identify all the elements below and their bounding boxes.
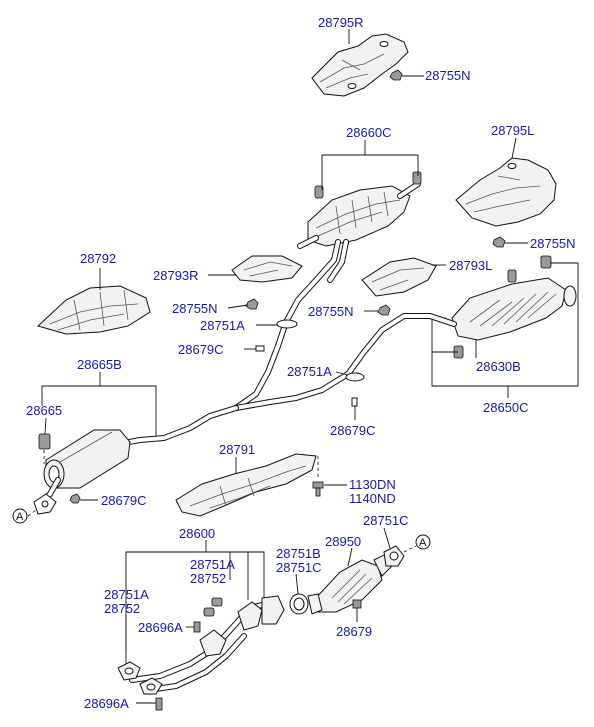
- heat-protector-28795l: [455, 157, 557, 227]
- flange-rear: [33, 493, 57, 515]
- leader-28795l: [511, 137, 517, 159]
- label-1130dn: 1130DN: [349, 477, 396, 492]
- hanger-28679c-lower: [69, 493, 81, 504]
- bracket-28600: [125, 551, 265, 650]
- leader-28751a-mid: [335, 371, 349, 376]
- dash-marker-a-left: [27, 509, 37, 517]
- heat-protector-28793r: [231, 255, 303, 283]
- label-28630b: 28630B: [476, 359, 521, 374]
- bolt-28696a-upper: [193, 621, 201, 633]
- sensor-28679: [352, 599, 362, 622]
- label-28751a-mid: 28751A: [287, 364, 332, 379]
- label-28752-lower: 28752: [104, 601, 140, 616]
- nut-28755n-top: [389, 69, 403, 81]
- label-28755n-right: 28755N: [530, 236, 576, 251]
- leader-28755n-left: [227, 304, 249, 309]
- label-28696a-upper: 28696A: [138, 620, 183, 635]
- label-28751a-upper: 28751A: [200, 318, 245, 333]
- front-muffler-28665b: [41, 429, 131, 503]
- connector-a-left: [12, 508, 28, 524]
- label-28679c-upper: 28679C: [178, 342, 224, 357]
- label-28792: 28792: [80, 251, 116, 266]
- label-28665: 28665: [26, 403, 62, 418]
- label-28752-middle: 28752: [190, 571, 226, 586]
- label-1140nd: 1140ND: [349, 491, 396, 506]
- gasket-28751c-right: [383, 545, 405, 567]
- leader-28950: [347, 547, 353, 567]
- label-28679c-mid: 28679C: [330, 423, 376, 438]
- label-28755n-left: 28755N: [172, 301, 218, 316]
- label-28755n-mid: 28755N: [308, 304, 354, 319]
- label-28679: 28679: [336, 624, 372, 639]
- label-28665b: 28665B: [77, 357, 122, 372]
- bracket-28665b: [41, 385, 157, 436]
- label-28751c-left: 28751C: [276, 560, 322, 575]
- label-28600: 28600: [179, 526, 215, 541]
- connector-a-right: [415, 534, 431, 550]
- label-28795l: 28795L: [491, 123, 534, 138]
- bracket-28660c: [321, 154, 419, 190]
- hanger-28665: [38, 433, 51, 450]
- leader-28665: [44, 417, 47, 435]
- rear-muffler-28630b: [451, 255, 577, 359]
- label-28791: 28791: [219, 442, 255, 457]
- hanger-28679c-mid: [351, 397, 358, 407]
- label-28755n-top: 28755N: [425, 68, 471, 83]
- leader-28751c-right: [383, 527, 391, 549]
- marker-a-right: A: [419, 537, 427, 549]
- label-28751a-lower: 28751A: [104, 587, 149, 602]
- hanger-28679c-upper: [255, 345, 265, 352]
- label-28660c: 28660C: [346, 125, 392, 140]
- label-28751c-right: 28751C: [363, 513, 409, 528]
- heat-protector-28795r: [311, 33, 409, 97]
- nut-28755n-left: [245, 298, 259, 310]
- label-28696a-lower: 28696A: [84, 696, 129, 711]
- center-muffler-28660c: [297, 171, 422, 249]
- marker-a-left: A: [16, 511, 24, 523]
- label-28950: 28950: [325, 534, 361, 549]
- label-28751b: 28751B: [276, 546, 321, 561]
- label-28751a-middle: 28751A: [190, 557, 235, 572]
- bolt-28696a-lower: [155, 697, 163, 711]
- bolt-1130dn: [312, 481, 324, 497]
- front-pipe-28600: [117, 595, 285, 695]
- heat-protector-28792: [37, 285, 151, 335]
- label-28679c-lower: 28679C: [101, 493, 147, 508]
- heat-protector-28791: [175, 453, 317, 517]
- nut-28755n-right: [492, 236, 506, 248]
- label-28793l: 28793L: [449, 258, 492, 273]
- label-28650c: 28650C: [483, 400, 529, 415]
- gasket-28751a-mid: [345, 372, 365, 382]
- part-labels: 28795R 28755N 28660C 28795L 28755N 28792…: [16, 15, 576, 711]
- nut-28755n-mid: [377, 304, 391, 316]
- dash-marker-a-right: [403, 545, 417, 553]
- label-28793r: 28793R: [153, 268, 199, 283]
- heat-protector-28793l: [361, 257, 437, 297]
- leader-28751b: [295, 573, 299, 595]
- label-28795r: 28795R: [318, 15, 364, 30]
- gasket-28751a-upper: [276, 319, 298, 329]
